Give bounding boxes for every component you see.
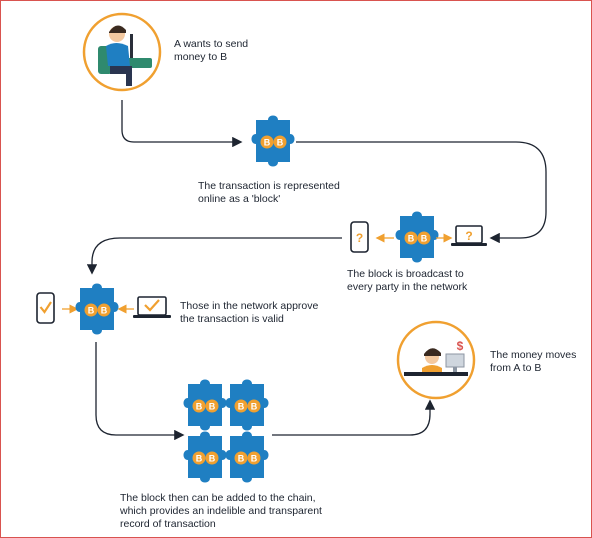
caption-approve: Those in the network approve the transac… — [180, 300, 319, 325]
blockchain-icon — [183, 379, 269, 483]
connector-4 — [95, 342, 185, 441]
caption-block: The transaction is represented online as… — [198, 180, 340, 205]
phone-check-icon — [36, 292, 55, 324]
connector-1 — [121, 100, 243, 148]
approve-block-icon — [75, 283, 119, 335]
connector-5 — [272, 399, 436, 436]
caption-chain: The block then can be added to the chain… — [120, 492, 322, 530]
svg-text:?: ? — [356, 231, 363, 245]
person-b-icon: $ — [396, 320, 476, 400]
block-icon — [251, 115, 295, 167]
connector-2 — [296, 141, 547, 244]
broadcast-block-icon — [395, 211, 439, 263]
caption-moves: The money moves from A to B — [490, 349, 577, 374]
person-a-icon — [82, 12, 162, 92]
svg-text:$: $ — [457, 339, 464, 353]
svg-text:?: ? — [465, 229, 472, 243]
caption-broadcast: The block is broadcast to every party in… — [347, 268, 468, 293]
phone-question-icon: ? — [350, 221, 369, 253]
caption-send: A wants to send money to B — [174, 38, 249, 63]
laptop-question-icon: ? — [451, 225, 487, 246]
connector-3 — [86, 237, 342, 275]
laptop-check-icon — [133, 296, 171, 318]
